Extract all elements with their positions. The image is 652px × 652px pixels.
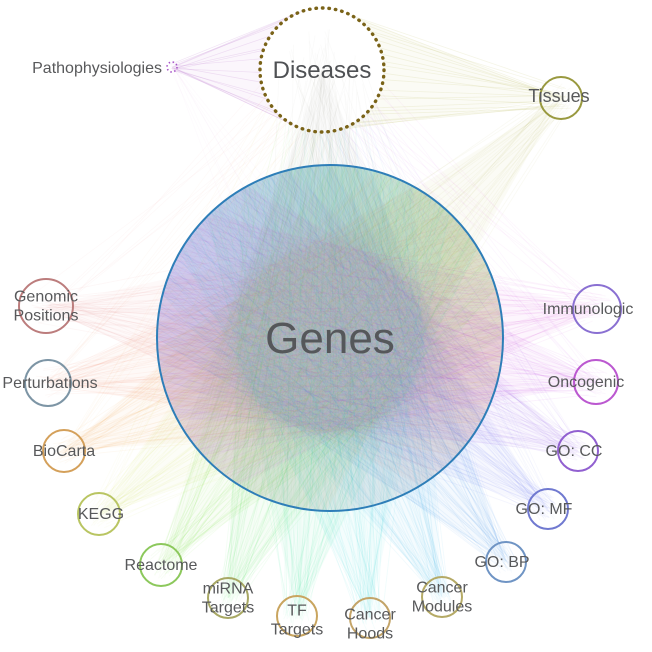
node-biocarta[interactable] (42, 429, 86, 473)
node-genes[interactable] (156, 164, 504, 512)
node-diseases[interactable] (258, 6, 386, 134)
edge-wedge-cancer-hoods-genes (180, 165, 450, 618)
edge-bundle-pathophysiologies-genes (169, 63, 472, 511)
node-label-diseases: Diseases (273, 57, 372, 84)
edge-wedge-perturbations-genes (48, 186, 503, 456)
node-label-reactome: Reactome (125, 557, 198, 574)
edge-bundle-perturbations-diseases (42, 95, 308, 388)
edge-bundle-tissues-genes (157, 83, 575, 512)
edge-wedge-tf-targets-genes (207, 165, 478, 616)
edge-bundle-go-bp-diseases (309, 113, 517, 573)
edge-bundle-tf-targets-genes (208, 164, 478, 627)
labels-layer: Genes Diseases PathophysiologiesTissuesGen… (2, 57, 633, 643)
edge-wedge-biocarta-genes (64, 170, 503, 451)
node-pathophysiologies[interactable] (166, 61, 178, 73)
node-immunologic[interactable] (572, 284, 622, 334)
node-kegg[interactable] (77, 492, 121, 536)
edge-bundle-genomic-positions-diseases (38, 83, 296, 318)
edge-bundle-go-mf-genes (156, 164, 560, 521)
edge-bundle-mirna-targets-diseases (215, 120, 346, 606)
edge-bundle-go-mf-diseases (323, 104, 558, 518)
edge-bundle-genomic-positions-genes (31, 214, 504, 484)
edge-bundle-perturbations-genes (32, 187, 504, 457)
node-label-immunologic: Immunologic (543, 301, 634, 318)
node-label-perturbations: Perturbations (2, 375, 97, 392)
node-label-go-bp: GO: BP (474, 554, 529, 571)
node-perturbations[interactable] (24, 359, 72, 407)
node-label-kegg: KEGG (78, 506, 124, 523)
node-genomic-positions[interactable] (18, 278, 74, 334)
edge-wedge-immunologic-genes (157, 214, 598, 485)
node-mirna-targets[interactable] (207, 577, 249, 619)
node-go-cc[interactable] (557, 430, 599, 472)
node-label-go-cc: GO: CC (546, 443, 603, 460)
node-go-mf[interactable] (527, 488, 569, 530)
node-tf-targets[interactable] (276, 595, 318, 637)
edge-bundle-reactome-diseases (154, 116, 332, 579)
edge-bundle-cancer-hoods-genes (181, 164, 450, 631)
edge-wedge-tissues-diseases (336, 14, 561, 131)
edge-wedge-mirna-targets-genes (228, 165, 496, 598)
edge-bundle-mirna-targets-genes (219, 164, 497, 611)
node-cancer-hoods[interactable] (349, 597, 391, 639)
node-label-oncogenic: Oncogenic (548, 374, 625, 391)
edge-wedges-layer (46, 9, 598, 618)
edge-bundle-oncogenic-genes (156, 188, 611, 456)
edge-wedge-tissues-genes (157, 98, 562, 511)
edge-bundle-go-cc-diseases (326, 102, 587, 454)
edge-bundle-tissues-diseases (338, 15, 571, 131)
edge-wedge-go-cc-genes (157, 169, 579, 452)
edge-bundle-tf-targets-diseases (283, 122, 351, 627)
edge-wedge-go-bp-genes (156, 164, 506, 562)
node-label-biocarta: BioCarta (33, 443, 95, 460)
edge-wedge-kegg-genes (99, 165, 503, 514)
edge-wedge-oncogenic-genes (157, 186, 597, 456)
node-label-pathophysiologies: Pathophysiologies (32, 60, 162, 77)
node-cancer-modules[interactable] (421, 576, 463, 618)
edge-wedge-reactome-genes (161, 165, 503, 565)
edge-bundle-cancer-hoods-diseases (301, 121, 378, 626)
nodes-layer (18, 6, 622, 639)
edge-bundle-go-cc-genes (156, 171, 592, 461)
edge-wedge-pathophysiologies-diseases (172, 9, 308, 130)
node-reactome[interactable] (139, 543, 183, 587)
node-label-go-mf: GO: MF (516, 501, 573, 518)
edge-bundle-immunologic-genes (156, 217, 612, 484)
edge-wedge-go-mf-genes (157, 164, 548, 509)
edge-bundle-biocarta-genes (51, 172, 504, 464)
node-label-genes: Genes (265, 314, 395, 363)
edge-wedge-diseases-genes (184, 70, 481, 512)
edge-lines-layer (31, 11, 612, 631)
edge-bundle-reactome-genes (149, 164, 504, 580)
edge-bundle-cancer-modules-diseases (304, 115, 448, 605)
edge-bundle-kegg-diseases (89, 103, 321, 521)
edge-bundle-immunologic-diseases (347, 82, 601, 318)
edge-bundle-go-bp-genes (156, 164, 519, 574)
node-go-bp[interactable] (485, 541, 527, 583)
edge-wedge-genomic-positions-genes (46, 214, 503, 486)
node-label-tissues: Tissues (528, 86, 589, 106)
node-tissues[interactable] (539, 76, 583, 120)
edge-bundle-kegg-genes (88, 164, 504, 529)
edge-bundle-biocarta-diseases (57, 100, 317, 463)
edge-wedge-cancer-modules-genes (162, 164, 442, 597)
node-oncogenic[interactable] (573, 359, 619, 405)
edge-bundle-pathophysiologies-diseases (170, 11, 302, 127)
edge-bundle-cancer-modules-genes (162, 164, 453, 607)
